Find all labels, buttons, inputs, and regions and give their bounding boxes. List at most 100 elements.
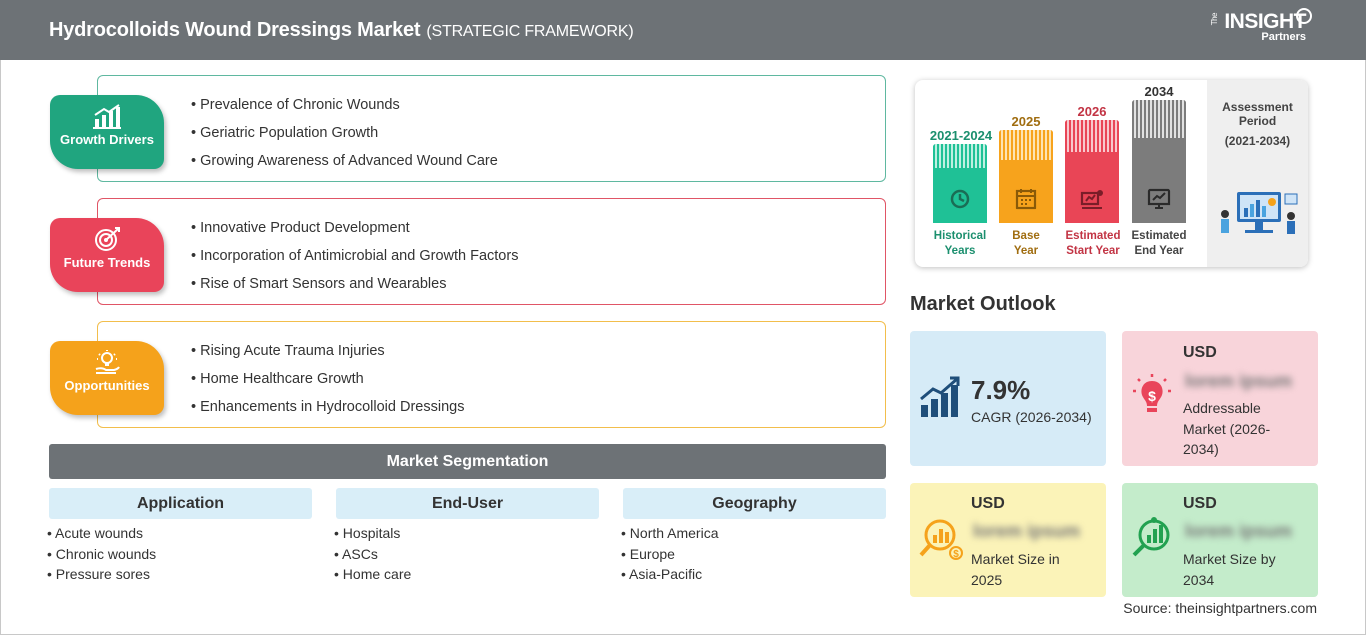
- year-historical: 2021-2024: [929, 128, 993, 143]
- cagr-label: CAGR (2026-2034): [971, 409, 1092, 425]
- logo-the: The: [1210, 13, 1220, 26]
- list-item: North America: [621, 525, 719, 546]
- addressable-label: Addressable Market (2026-2034): [1183, 400, 1271, 457]
- source-credit: Source: theinsightpartners.com: [1123, 600, 1317, 616]
- svg-text:$: $: [953, 549, 959, 560]
- list-item: Europe: [621, 546, 719, 567]
- label-line: Historical: [933, 230, 987, 242]
- opportunities-card: Rising Acute Trauma Injuries Home Health…: [97, 321, 886, 428]
- segment-end-user-list: Hospitals ASCs Home care: [334, 525, 411, 587]
- label-line: Year: [1013, 245, 1039, 257]
- lightbulb-dollar-icon: $: [1133, 374, 1171, 412]
- label-line: Years: [944, 245, 976, 257]
- growth-bar-chart-icon: [920, 376, 960, 417]
- segment-geography-list: North America Europe Asia-Pacific: [621, 525, 719, 587]
- list-item: Incorporation of Antimicrobial and Growt…: [191, 247, 518, 275]
- future-trends-list: Innovative Product Development Incorpora…: [191, 219, 518, 303]
- timeline-card: 2021-2024 Historical Years 2025 Base Yea…: [915, 80, 1308, 267]
- base-bar: [999, 130, 1053, 223]
- title-subtitle: (STRATEGIC FRAMEWORK): [426, 23, 634, 40]
- growth-drivers-list: Prevalence of Chronic Wounds Geriatric P…: [191, 96, 498, 180]
- insight-partners-logo: The INSIGHT Partners: [1210, 8, 1312, 43]
- logo-main: The INSIGHT: [1210, 8, 1312, 34]
- start-bar: [1065, 120, 1119, 223]
- bar-stripe: [999, 130, 1053, 160]
- label-line: Estimated: [1065, 230, 1121, 242]
- label-line: Estimated: [1131, 230, 1187, 242]
- list-item: Home Healthcare Growth: [191, 370, 464, 398]
- size-2034-usd: USD: [1183, 495, 1217, 512]
- list-item: Geriatric Population Growth: [191, 124, 498, 152]
- assessment-label: Assessment Period: [1222, 100, 1293, 128]
- label-line: Start Year: [1066, 245, 1120, 257]
- monitor-icon: [1147, 188, 1171, 209]
- future-trends-badge: Future Trends: [50, 218, 164, 292]
- size-2034-value: lorem ipsum: [1185, 521, 1293, 541]
- list-item: Asia-Pacific: [621, 566, 719, 587]
- svg-text:$: $: [1148, 388, 1156, 404]
- logo-partners: Partners: [1261, 31, 1306, 43]
- magnifier-growth-icon: [1132, 517, 1170, 557]
- segment-geography-head: Geography: [623, 488, 886, 519]
- market-size-2025-box: $ USD lorem ipsum Market Size in 2025: [910, 483, 1106, 597]
- presentation-icon: [1080, 190, 1103, 209]
- market-size-2034-box: USD lorem ipsum Market Size by 2034: [1122, 483, 1318, 597]
- list-item: ASCs: [334, 546, 411, 567]
- start-label: Estimated Start Year: [1061, 229, 1125, 259]
- year-end: 2034: [1144, 84, 1174, 99]
- bar-stripe: [933, 144, 987, 168]
- list-item: Hospitals: [334, 525, 411, 546]
- end-bar: [1132, 100, 1186, 223]
- growth-chart-icon: [93, 104, 121, 129]
- historical-bar: [933, 144, 987, 223]
- badge-label: Future Trends: [63, 255, 151, 270]
- list-item: Rise of Smart Sensors and Wearables: [191, 275, 518, 303]
- cagr-box: 7.9% CAGR (2026-2034): [910, 331, 1106, 466]
- page-title: Hydrocolloids Wound Dressings Market(STR…: [49, 19, 634, 42]
- list-item: Innovative Product Development: [191, 219, 518, 247]
- badge-label: Growth Drivers: [60, 132, 154, 147]
- year-base: 2025: [1011, 114, 1041, 129]
- history-icon: [950, 189, 970, 209]
- list-item: Rising Acute Trauma Injuries: [191, 342, 464, 370]
- badge-label: Opportunities: [64, 378, 150, 393]
- cagr-value: 7.9%: [971, 375, 1031, 405]
- logo-wordmark: INSIGHT: [1224, 10, 1306, 33]
- list-item: Acute wounds: [47, 525, 156, 546]
- size-2025-usd: USD: [971, 495, 1005, 512]
- future-trends-card: Innovative Product Development Incorpora…: [97, 198, 886, 305]
- year-start: 2026: [1077, 104, 1107, 119]
- list-item: Home care: [334, 566, 411, 587]
- logo-ring-icon: [1296, 8, 1312, 24]
- magnifier-chart-icon: $: [919, 519, 963, 560]
- size-2025-value: lorem ipsum: [973, 521, 1081, 541]
- segment-application-head: Application: [49, 488, 312, 519]
- segmentation-header: Market Segmentation: [49, 444, 886, 479]
- opportunities-list: Rising Acute Trauma Injuries Home Health…: [191, 342, 464, 426]
- size-2034-label: Market Size by 2034: [1183, 551, 1276, 588]
- calendar-icon: [1015, 189, 1037, 210]
- addressable-value: lorem ipsum: [1185, 371, 1293, 391]
- size-2025-label: Market Size in 2025: [971, 551, 1060, 588]
- lightbulb-hand-icon: [95, 350, 120, 374]
- list-item: Prevalence of Chronic Wounds: [191, 96, 498, 124]
- addressable-market-box: $ USD lorem ipsum Addressable Market (20…: [1122, 331, 1318, 466]
- bar-stripe: [1132, 100, 1186, 138]
- segment-end-user-head: End-User: [336, 488, 599, 519]
- label-line: Base: [1012, 230, 1040, 242]
- list-item: Chronic wounds: [47, 546, 156, 567]
- header-bar: Hydrocolloids Wound Dressings Market(STR…: [0, 0, 1366, 60]
- target-icon: [95, 227, 120, 251]
- market-outlook-title: Market Outlook: [910, 293, 1056, 315]
- growth-drivers-card: Prevalence of Chronic Wounds Geriatric P…: [97, 75, 886, 182]
- assessment-range: (2021-2034): [1224, 134, 1291, 148]
- label-line: End Year: [1134, 245, 1184, 257]
- bar-stripe: [1065, 120, 1119, 152]
- segment-application-list: Acute wounds Chronic wounds Pressure sor…: [47, 525, 156, 587]
- assessment-period-panel: Assessment Period (2021-2034): [1207, 80, 1308, 267]
- historical-label: Historical Years: [923, 229, 997, 259]
- list-item: Growing Awareness of Advanced Wound Care: [191, 152, 498, 180]
- list-item: Pressure sores: [47, 566, 156, 587]
- opportunities-badge: Opportunities: [50, 341, 164, 415]
- end-label: Estimated End Year: [1127, 229, 1191, 259]
